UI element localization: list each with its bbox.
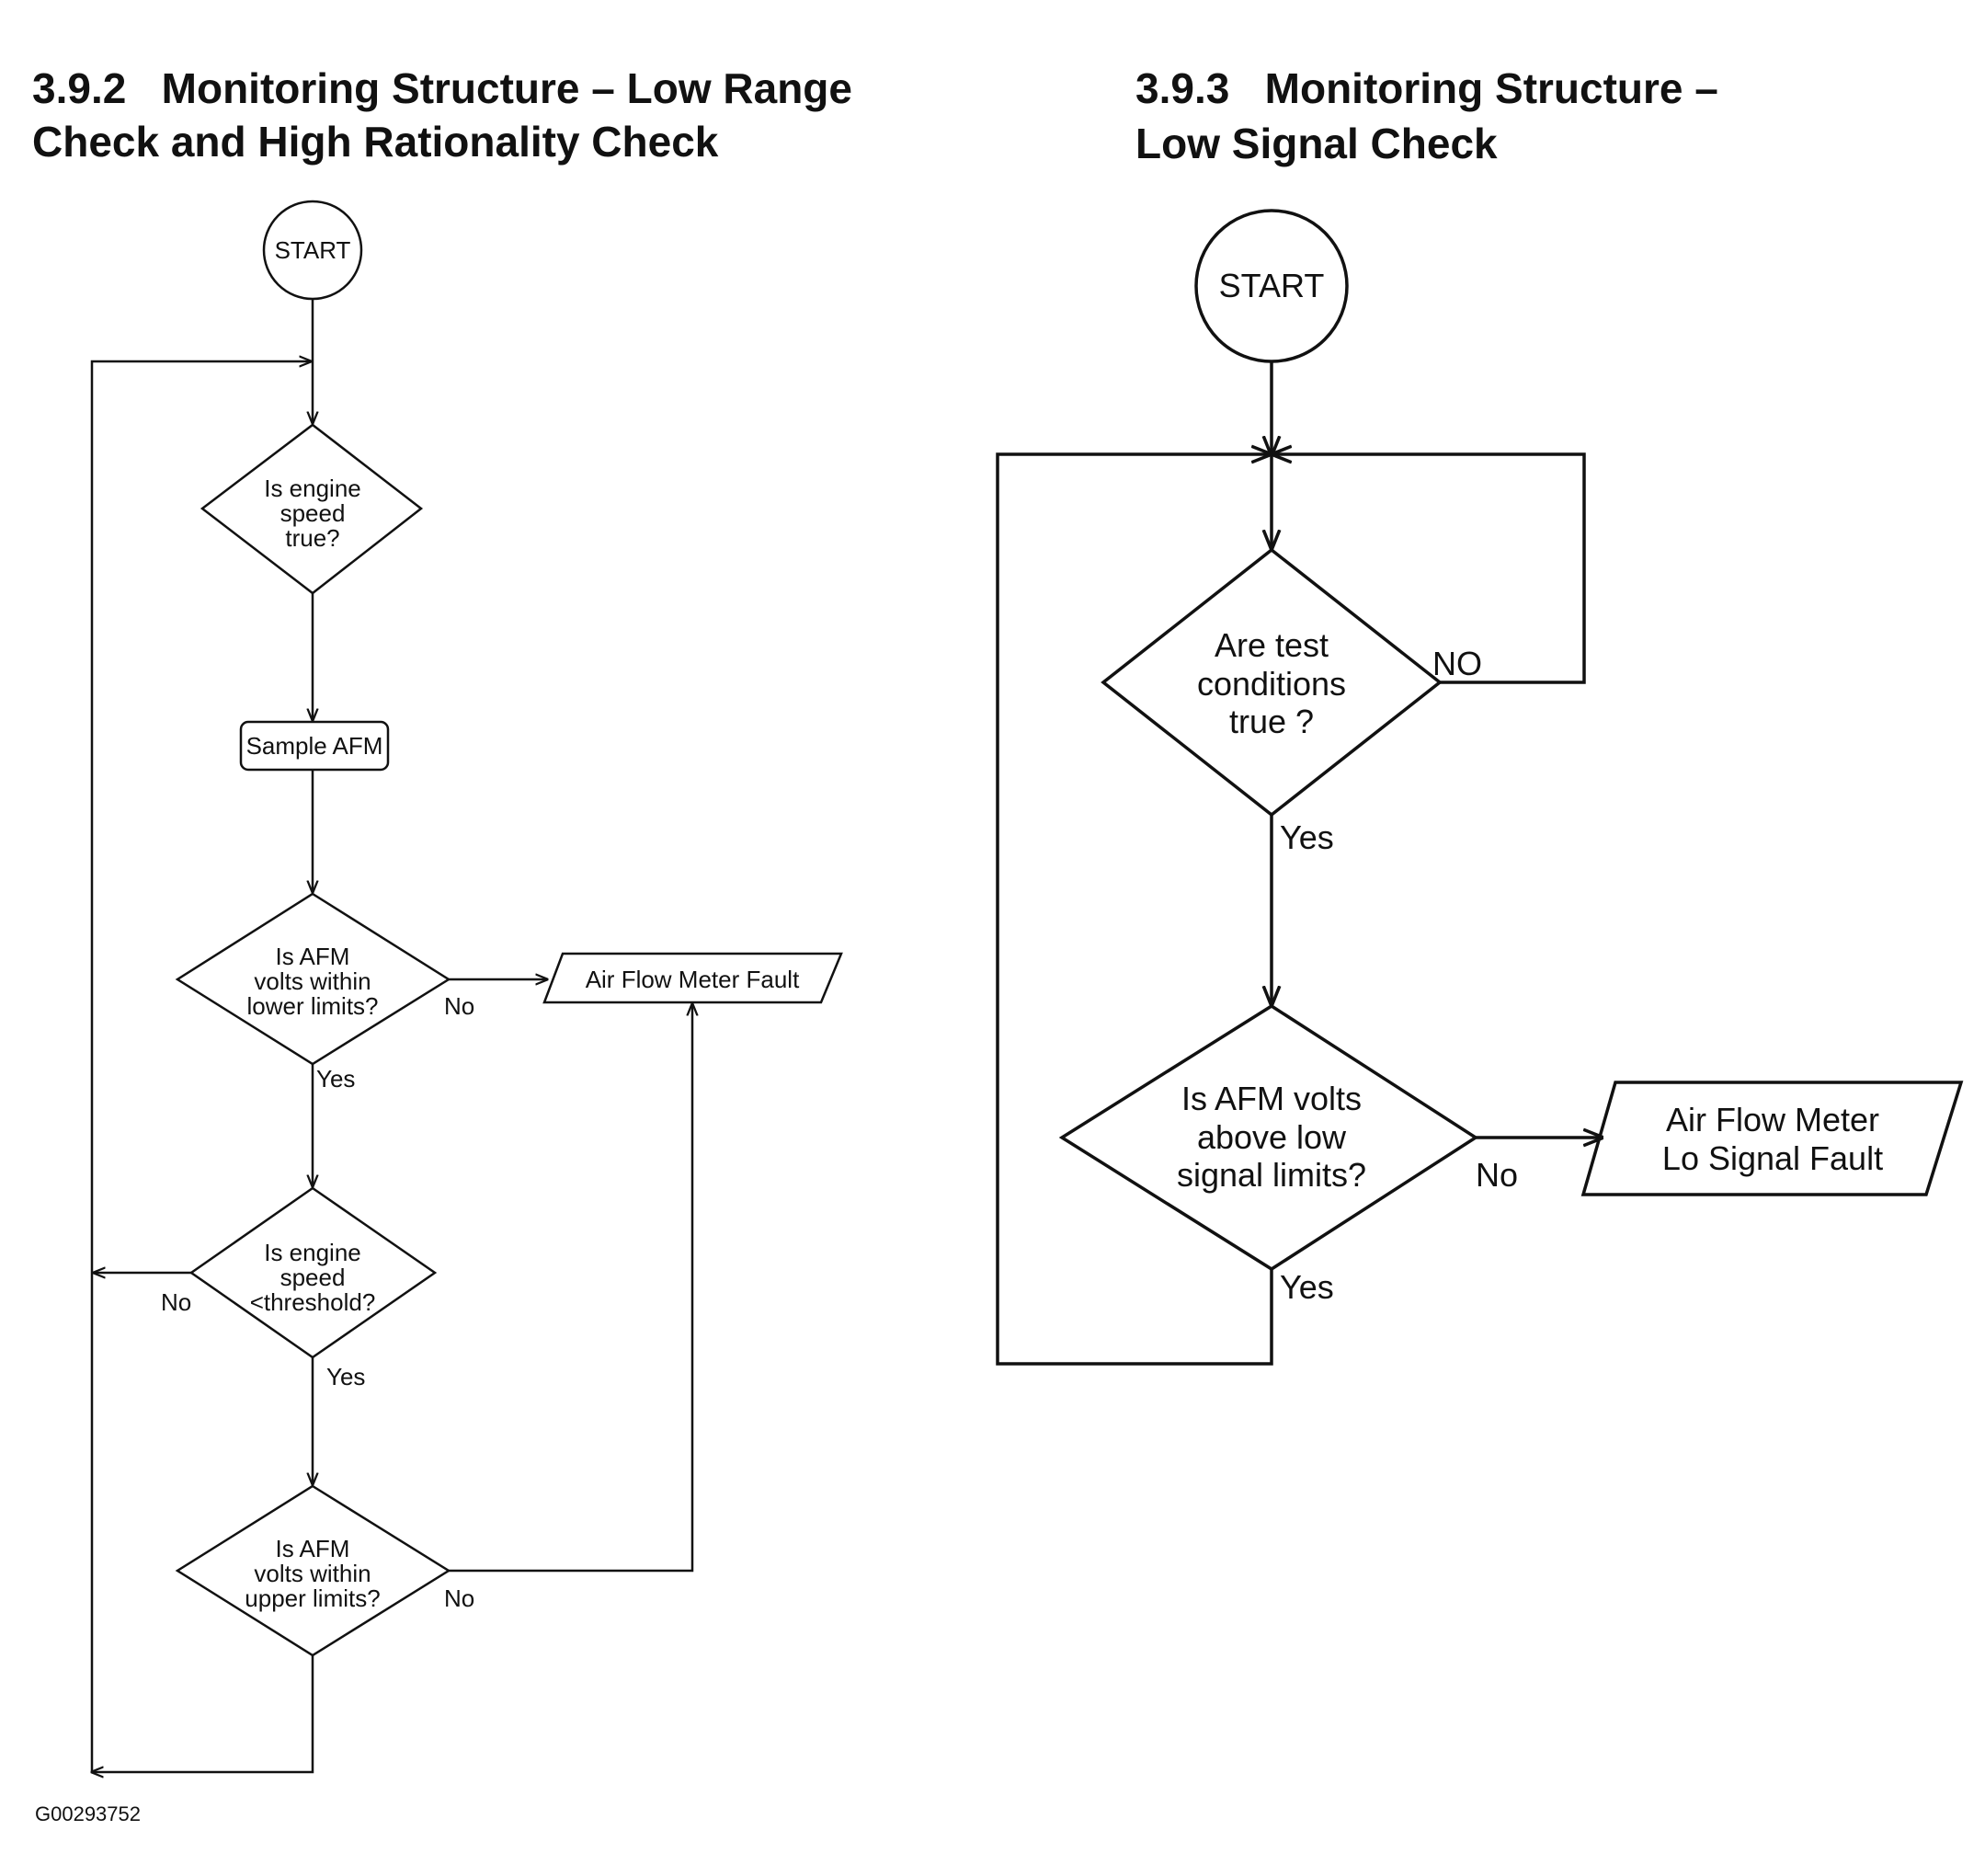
connector-loop-back-to-top: [90, 361, 311, 1772]
left-heading-line-1: 3.9.2 Monitoring Structure – Low Range: [32, 64, 852, 112]
decision-afm-above-low: [1058, 1003, 1479, 1272]
output-air-flow-meter-fault: [542, 952, 843, 1004]
decision-lower-limits-line-3: lower limits?: [246, 992, 378, 1020]
output-lo-signal-fault-line-2: Lo Signal Fault: [1662, 1139, 1883, 1177]
right-flowchart: 3.9.3 Monitoring Structure – Low Signal …: [996, 64, 1964, 1366]
right-start-label: START: [1219, 267, 1325, 304]
connector-upper-limits-no-to-fault: [449, 1004, 692, 1573]
decision-threshold-line-1: Is engine: [264, 1239, 361, 1266]
output-air-flow-meter-fault-label: Air Flow Meter Fault: [586, 966, 800, 993]
decision-threshold-line-2: speed: [280, 1264, 346, 1291]
left-heading-line-2: Check and High Rationality Check: [32, 118, 719, 166]
decision-test-conditions-line-3: true ?: [1229, 703, 1314, 740]
process-sample-afm: [239, 720, 390, 772]
connector-above-low-yes-loop: [996, 454, 1273, 1366]
decision-upper-limits-line-3: upper limits?: [245, 1584, 380, 1612]
connector-upper-limits-yes-to-loop: [92, 1655, 314, 1772]
label-above-low-no: No: [1476, 1156, 1518, 1194]
decision-upper-limits-line-1: Is AFM: [276, 1535, 350, 1562]
decision-engine-speed-line-3: true?: [285, 524, 339, 552]
decision-engine-speed-line-2: speed: [280, 499, 346, 527]
process-sample-afm-label: Sample AFM: [246, 732, 383, 760]
right-heading-line-1: 3.9.3 Monitoring Structure –: [1135, 64, 1718, 112]
label-lower-limits-yes: Yes: [316, 1065, 355, 1092]
output-lo-signal-fault-line-1: Air Flow Meter: [1666, 1101, 1879, 1138]
left-flowchart: 3.9.2 Monitoring Structure – Low Range C…: [32, 64, 852, 1825]
label-upper-limits-no: No: [444, 1584, 474, 1612]
output-lo-signal-fault: [1580, 1081, 1964, 1196]
decision-above-low-line-1: Is AFM volts: [1181, 1080, 1362, 1117]
label-test-conditions-no: NO: [1432, 645, 1482, 682]
right-heading-line-2: Low Signal Check: [1135, 120, 1498, 167]
left-start-label: START: [275, 236, 351, 264]
decision-engine-speed-line-1: Is engine: [264, 475, 361, 502]
decision-test-conditions-line-2: conditions: [1197, 665, 1346, 703]
label-threshold-yes: Yes: [326, 1363, 365, 1390]
label-test-conditions-yes: Yes: [1280, 818, 1334, 856]
label-lower-limits-no: No: [444, 992, 474, 1020]
decision-lower-limits-line-2: volts within: [254, 967, 371, 995]
figure-id: G00293752: [35, 1802, 141, 1825]
connector-test-conditions-no-loop: [1273, 454, 1586, 684]
decision-upper-limits-line-2: volts within: [254, 1560, 371, 1587]
decision-lower-limits-line-1: Is AFM: [276, 943, 350, 970]
decision-above-low-line-3: signal limits?: [1177, 1156, 1366, 1194]
decision-threshold-line-3: <threshold?: [250, 1288, 376, 1316]
label-above-low-yes: Yes: [1280, 1268, 1334, 1306]
label-threshold-no: No: [161, 1288, 191, 1316]
decision-test-conditions-line-1: Are test: [1215, 626, 1329, 664]
decision-above-low-line-2: above low: [1197, 1118, 1347, 1156]
